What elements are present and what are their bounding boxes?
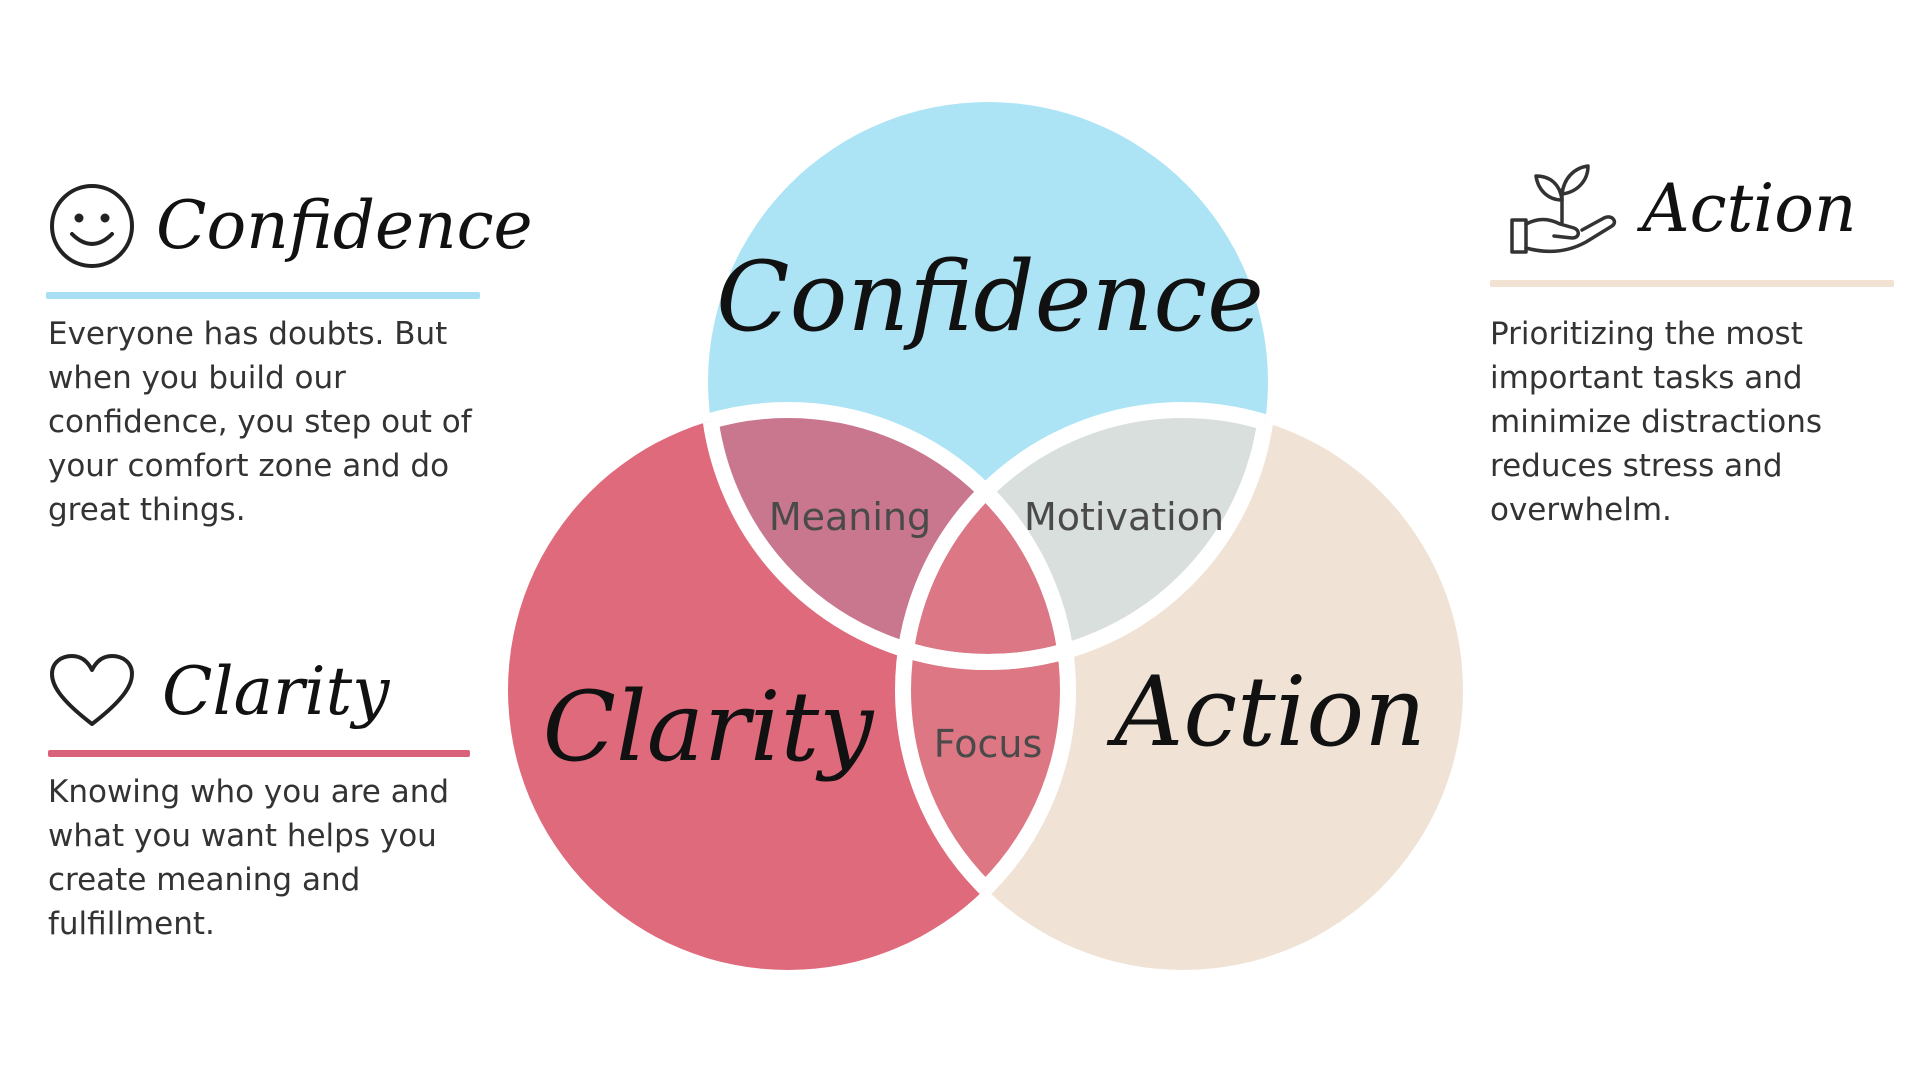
motivation-label: Motivation [1024, 495, 1224, 539]
confidence-panel-text: Everyone has doubts. But when you build … [48, 316, 472, 528]
action-rule [1490, 280, 1894, 287]
action-panel-header: Action [1508, 160, 1857, 258]
action-panel-text: Prioritizing the most important tasks an… [1490, 316, 1822, 528]
separator-rings [700, 402, 1276, 970]
clarity-rule [48, 750, 470, 757]
hand-holding-sprout-icon [1510, 164, 1617, 254]
clarity-panel-title: Clarity [162, 653, 390, 730]
meaning-label: Meaning [769, 495, 931, 539]
confidence-rule [46, 292, 480, 299]
confidence-circle-label: Confidence [716, 241, 1264, 353]
confidence-panel-header: Confidence [48, 182, 533, 270]
confidence-panel-title: Confidence [156, 187, 533, 264]
clarity-panel-header: Clarity [48, 652, 389, 732]
action-panel-title: Action [1642, 170, 1857, 247]
meaning-overlap [708, 410, 1068, 662]
action-circle-label: Action [1106, 656, 1426, 768]
clarity-circle-label: Clarity [543, 671, 876, 783]
motivation-overlap [903, 410, 1268, 662]
smiley-face-icon [50, 184, 134, 268]
heart-icon [50, 654, 134, 726]
focus-label: Focus [934, 722, 1043, 766]
clarity-panel-text: Knowing who you are and what you want he… [48, 774, 450, 942]
